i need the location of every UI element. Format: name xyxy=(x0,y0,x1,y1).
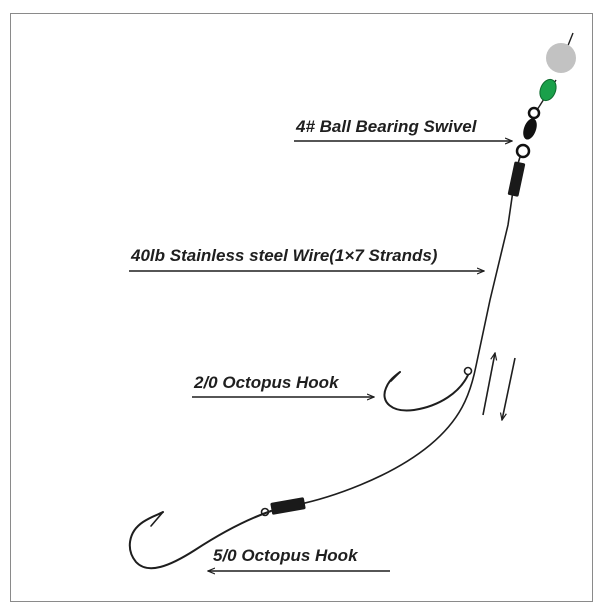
wire-label: 40lb Stainless steel Wire(1×7 Strands) xyxy=(130,246,438,265)
large-hook-icon xyxy=(128,507,272,570)
adjustable-slide-arrows-icon xyxy=(482,353,516,420)
stainless-wire xyxy=(295,156,521,506)
swivel-icon xyxy=(515,106,541,159)
lower-crimp-icon xyxy=(270,497,306,515)
wire-label-group: 40lb Stainless steel Wire(1×7 Strands) xyxy=(129,246,484,271)
hook-small-label-group: 2/0 Octopus Hook xyxy=(192,373,374,397)
diagram-frame xyxy=(10,13,593,602)
swivel-label-group: 4# Ball Bearing Swivel xyxy=(294,117,512,141)
upper-crimp-icon xyxy=(507,161,526,197)
hook-large-label-group: 5/0 Octopus Hook xyxy=(208,546,390,571)
small-hook-icon xyxy=(383,366,473,412)
green-bead-icon xyxy=(539,78,557,102)
swivel-label: 4# Ball Bearing Swivel xyxy=(295,117,478,136)
hook-large-label: 5/0 Octopus Hook xyxy=(213,546,359,565)
hook-small-label: 2/0 Octopus Hook xyxy=(193,373,340,392)
grey-bead-icon xyxy=(546,43,576,73)
